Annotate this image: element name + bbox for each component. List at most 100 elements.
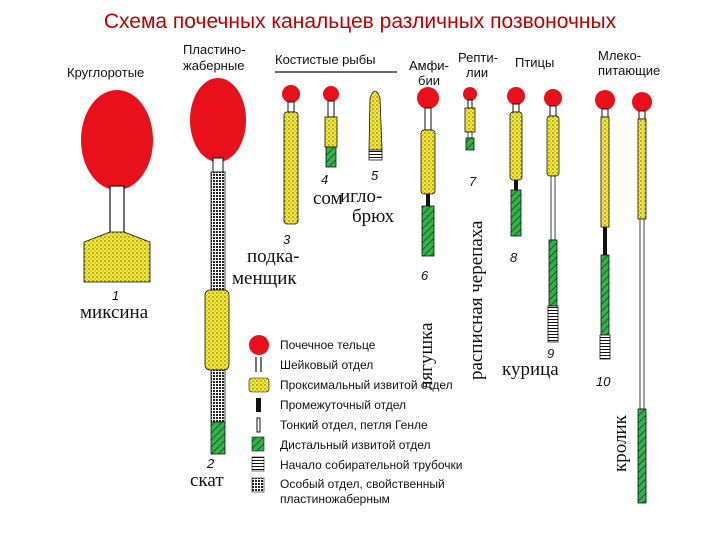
legend-label: Почечное тельце (280, 338, 376, 352)
special-segment (210, 171, 226, 291)
neck-segment (512, 103, 520, 113)
number-9: 9 (547, 346, 554, 361)
header-reptiles-1: Репти- (458, 50, 498, 65)
number-2: 2 (206, 456, 215, 471)
neck-segment (109, 185, 125, 235)
neck-segment (601, 108, 609, 118)
neck-segment (467, 99, 473, 109)
number-1: 1 (112, 288, 119, 303)
nephron-catfish (323, 86, 339, 168)
intermediate-segment (514, 180, 518, 190)
header-amphibians-1: Амфи- (409, 58, 449, 73)
proximal-segment (324, 116, 338, 148)
legend-label: Проксимальный извитой отдел (280, 378, 453, 392)
number-8: 8 (510, 250, 518, 265)
legend-item-distal: Дистальный извитой отдел (251, 436, 431, 452)
nephron-puffer (368, 90, 383, 161)
special-segment (210, 369, 226, 423)
neck-segment (212, 157, 224, 173)
distal-segment (421, 205, 435, 257)
label-myxine: миксина (80, 302, 149, 323)
header-amphibians-2: бии (418, 73, 440, 88)
label-sculpin-1: подка- (247, 246, 300, 267)
distal-segment (210, 421, 226, 455)
distal-segment (510, 189, 522, 237)
renal-corpuscle (323, 86, 339, 102)
page-title: Схема почечных канальцев различных позво… (103, 10, 617, 33)
collecting-duct-start (599, 334, 611, 360)
label-sculpin-2: менщик (232, 268, 297, 289)
nephron-sculpin (282, 85, 300, 225)
distal-segment (600, 254, 610, 336)
number-4: 4 (321, 172, 328, 187)
legend-item-proximal: Проксимальный извитой отдел (248, 377, 453, 393)
legend-label: Шейковый отдел (280, 358, 373, 372)
label-chicken: курица (502, 359, 559, 380)
collecting-duct-start (368, 149, 383, 161)
legend-item-collecting: Начало собирательной трубочки (251, 456, 463, 472)
renal-corpuscle (190, 78, 246, 162)
thin-segment (639, 218, 645, 410)
proximal-segment (464, 107, 476, 133)
header-mammals-2: питающие (598, 63, 660, 78)
legend-label: Тонкий отдел, петля Генле (280, 418, 428, 432)
label-catfish: сом (313, 188, 343, 209)
renal-corpuscle (463, 87, 477, 101)
renal-corpuscle (282, 85, 300, 103)
label-frog: лягушка (416, 322, 437, 390)
header-mammals-1: Млеко- (598, 48, 641, 63)
distal-segment (548, 239, 558, 307)
legend-label: Особый отдел, свойственный (280, 477, 445, 491)
nephron-skate (190, 78, 246, 455)
nephron-myxine (81, 90, 153, 283)
number-6: 6 (421, 268, 429, 283)
legend-item-corpuscle: Почечное тельце (249, 335, 376, 355)
legend: Почечное тельце Шейковый отдел Проксимал… (248, 335, 463, 506)
proximal-segment (637, 118, 647, 220)
header-elasmobranchs-1: Пластино- (183, 42, 246, 57)
intermediate-segment (603, 227, 607, 255)
nephron-rabbit-short (595, 90, 615, 360)
distal-segment (325, 146, 337, 168)
legend-label: Промежуточный отдел (280, 398, 406, 412)
header-teleosts: Костистые рыбы (275, 52, 376, 67)
label-puffer-1: игло- (340, 186, 382, 207)
neck-segment (549, 105, 557, 117)
neck-segment (327, 100, 335, 118)
renal-corpuscle (417, 87, 439, 109)
proximal-segment (83, 231, 151, 283)
header-elasmobranchs-2: жаберные (183, 58, 244, 73)
proximal-segment (368, 90, 383, 151)
legend-item-intermediate: Промежуточный отдел (256, 398, 406, 412)
legend-item-special: Особый отдел, свойственный пластиножабер… (251, 477, 445, 506)
number-10: 10 (596, 374, 611, 389)
legend-label: Начало собирательной трубочки (280, 458, 463, 472)
number-3: 3 (283, 232, 291, 247)
label-puffer-2: брюх (352, 206, 395, 227)
proximal-segment (546, 115, 560, 177)
legend-label: пластиножаберным (280, 492, 390, 506)
collecting-duct-start (547, 305, 559, 343)
legend-item-thin: Тонкий отдел, петля Генле (256, 417, 428, 433)
distal-segment (465, 137, 475, 151)
renal-corpuscle (595, 90, 615, 110)
label-skate: скат (190, 470, 224, 491)
nephron-frog (417, 87, 439, 257)
number-7: 7 (469, 174, 477, 189)
label-turtle: расписная черепаха (466, 220, 487, 380)
proximal-segment (283, 111, 299, 225)
label-rabbit: кролик (610, 414, 631, 472)
intermediate-segment (426, 194, 430, 206)
header-reptiles-2: лии (466, 65, 488, 80)
number-5: 5 (371, 168, 379, 183)
renal-corpuscle (507, 87, 525, 105)
header-birds: Птицы (515, 55, 554, 70)
renal-corpuscle (81, 90, 153, 190)
neck-segment (424, 107, 432, 131)
proximal-segment (600, 116, 610, 228)
renal-corpuscle (632, 92, 652, 112)
proximal-segment (204, 289, 230, 371)
renal-corpuscle (544, 89, 562, 107)
nephron-bird-short (507, 87, 525, 237)
